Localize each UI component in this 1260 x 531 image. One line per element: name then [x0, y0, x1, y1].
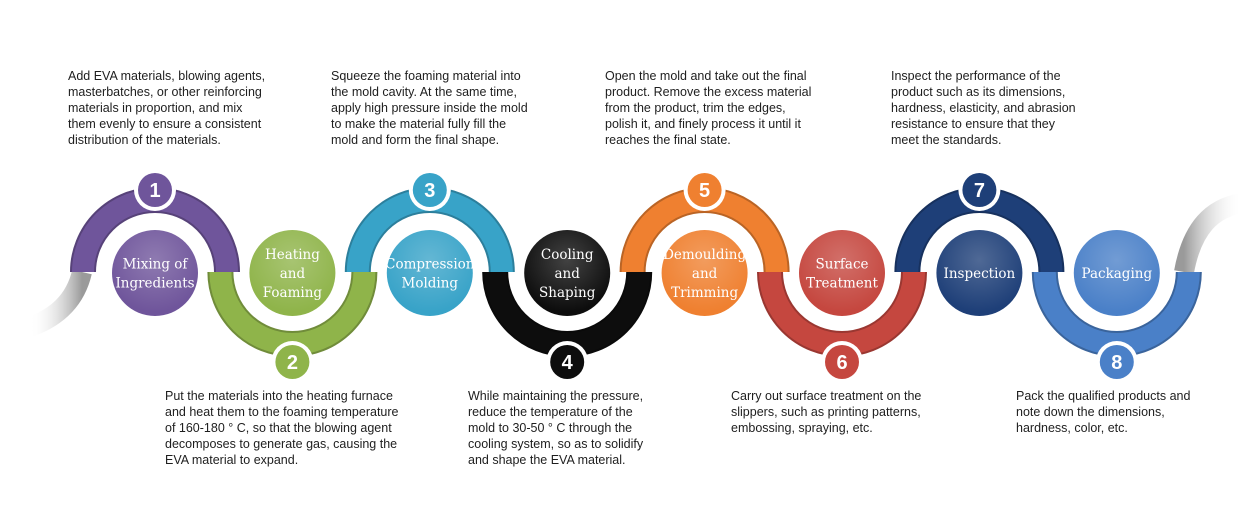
- step-label-line: Trimming: [671, 285, 738, 301]
- step-description-1: Add EVA materials, blowing agents, maste…: [68, 69, 266, 147]
- step-label-line: and: [555, 266, 581, 282]
- badge-circle: [412, 173, 447, 207]
- badge-circle: [550, 345, 585, 379]
- step-description-2: Put the materials into the heating furna…: [165, 389, 399, 467]
- badge-circle: [825, 345, 859, 379]
- step-node-7: Inspection: [936, 230, 1023, 316]
- step-number: 5: [699, 180, 710, 202]
- step-label: Inspection: [944, 266, 1016, 282]
- step-badge-7: 7: [958, 169, 1001, 211]
- step-label-line: and: [280, 266, 306, 282]
- step-label-line: Heating: [265, 247, 320, 263]
- step-badge-1: 1: [134, 169, 176, 211]
- step-label-line: Ingredients: [115, 276, 194, 292]
- step-number: 1: [149, 180, 160, 202]
- badge-circle: [275, 345, 310, 379]
- step-circle-shine: [799, 230, 885, 316]
- step-label-line: Molding: [402, 276, 459, 292]
- step-label-line: Packaging: [1081, 266, 1152, 282]
- left-connector: [26, 269, 92, 337]
- step-circle-shine: [661, 230, 748, 316]
- step-number: 2: [287, 352, 298, 374]
- step-label: Packaging: [1081, 266, 1152, 282]
- badge-circle: [1099, 345, 1134, 379]
- badge-circle: [687, 173, 722, 207]
- step-number: 4: [562, 352, 574, 374]
- step-badge-3: 3: [408, 169, 451, 211]
- step-label-line: Mixing of: [123, 257, 189, 273]
- step-node-8: Packaging: [1073, 230, 1160, 316]
- step-badge-5: 5: [683, 169, 726, 211]
- step-number: 7: [974, 180, 985, 202]
- step-badge-6: 6: [821, 341, 863, 383]
- step-description-8: Pack the qualified products and note dow…: [1016, 389, 1191, 435]
- step-circle-shine: [249, 230, 336, 316]
- step-number: 8: [1111, 352, 1122, 374]
- step-label-line: Surface: [816, 257, 869, 273]
- step-label-line: Inspection: [944, 266, 1016, 282]
- step-number: 3: [424, 180, 435, 202]
- step-description-4: While maintaining the pressure, reduce t…: [468, 389, 644, 467]
- step-badge-4: 4: [546, 341, 589, 383]
- step-label-line: Treatment: [806, 276, 878, 292]
- badge-circle: [962, 173, 997, 207]
- step-circle-shine: [112, 230, 198, 316]
- step-description-5: Open the mold and take out the final pro…: [605, 69, 812, 147]
- step-description-7: Inspect the performance of the product s…: [891, 69, 1076, 147]
- step-circle-shine: [936, 230, 1023, 316]
- step-description-3: Squeeze the foaming material into the mo…: [331, 69, 528, 147]
- step-number: 6: [836, 352, 847, 374]
- step-label-line: and: [692, 266, 718, 282]
- step-circle-shine: [386, 230, 473, 316]
- step-label-line: Shaping: [539, 285, 596, 301]
- badge-circle: [138, 173, 172, 207]
- step-circle-shine: [524, 230, 611, 316]
- step-badge-2: 2: [271, 341, 314, 383]
- step-circle-shine: [1073, 230, 1160, 316]
- step-label-line: Foaming: [263, 285, 323, 301]
- step-description-6: Carry out surface treatment on the slipp…: [731, 389, 922, 435]
- step-label-line: Demoulding: [663, 247, 746, 263]
- step-label-line: Cooling: [541, 247, 594, 263]
- step-badge-8: 8: [1095, 341, 1138, 383]
- step-label-line: Compression: [385, 257, 475, 273]
- step-node-1: Mixing of Ingredients: [112, 230, 198, 316]
- right-connector: [1174, 193, 1245, 274]
- step-label: Mixing of Ingredients: [115, 257, 194, 292]
